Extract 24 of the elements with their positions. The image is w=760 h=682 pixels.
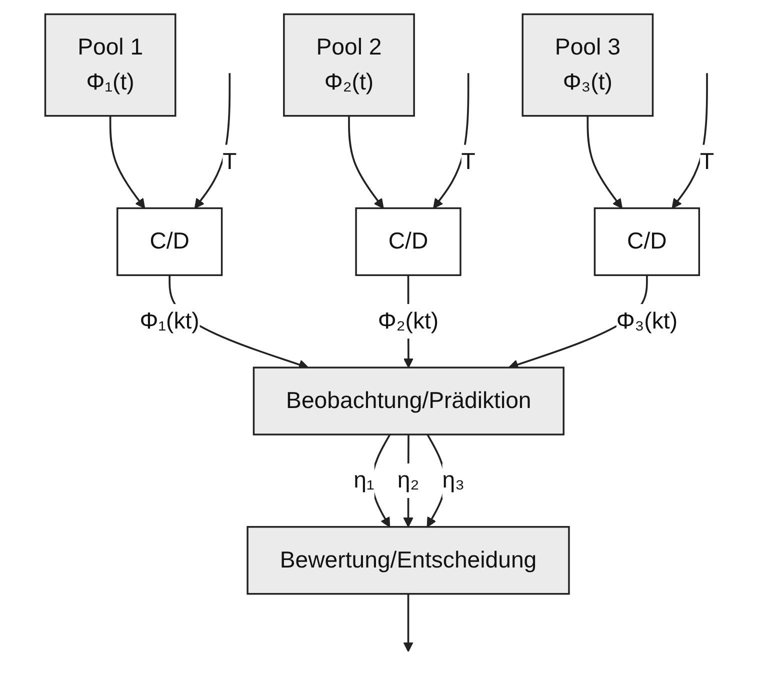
edge-label: Φ₂(kt): [378, 308, 438, 334]
node-box: C/D: [355, 207, 462, 276]
arrow: [672, 73, 708, 209]
node-box: C/D: [594, 207, 700, 276]
node-box: Beobachtung/Prädiktion: [252, 366, 564, 436]
node-box: Pool 3 Φ₃(t): [522, 13, 654, 117]
arrow: [403, 594, 414, 652]
edge-label: η₂: [397, 468, 419, 494]
node-box: C/D: [116, 207, 222, 276]
edge-label: η₁: [353, 468, 374, 494]
arrow: [432, 73, 470, 209]
node-box: Bewertung/Entscheidung: [246, 526, 570, 595]
node-box: Pool 1 Φ₁(t): [44, 13, 176, 117]
edge-label: η₃: [442, 468, 464, 494]
edge-label: T: [222, 149, 237, 175]
arrow: [109, 116, 145, 209]
edge-label: Φ₃(kt): [616, 308, 678, 334]
node-box: Pool 2 Φ₂(t): [282, 13, 415, 117]
edge-label: T: [461, 149, 476, 175]
edge-label: Φ₁(kt): [140, 308, 200, 334]
arrow: [194, 73, 230, 209]
arrow: [586, 116, 622, 209]
arrow: [348, 116, 384, 209]
edge-label: T: [700, 149, 714, 175]
